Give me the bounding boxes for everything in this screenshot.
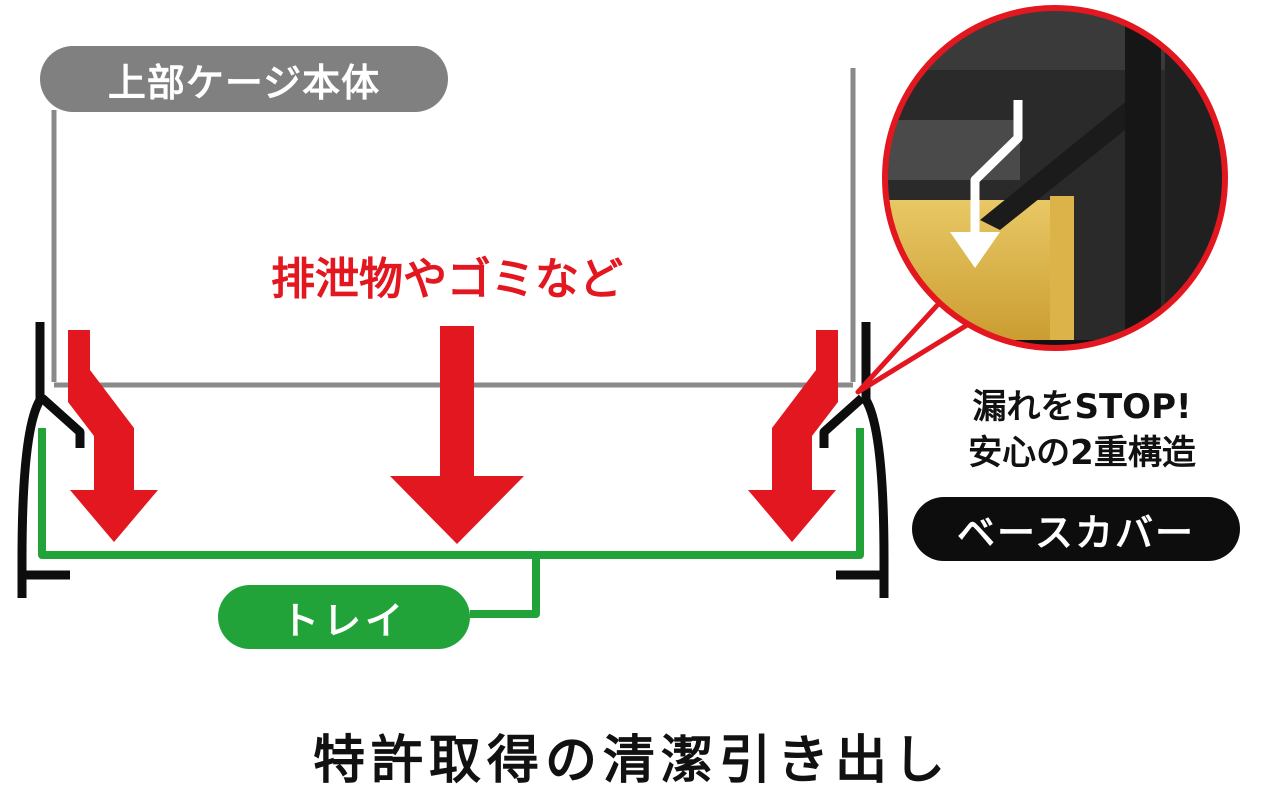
leak-stop-note: 漏れをSTOP! 安心の2重構造 [906, 384, 1258, 476]
leak-stop-line-2: 安心の2重構造 [968, 433, 1196, 473]
leak-stop-line-1: 漏れをSTOP! [972, 387, 1192, 427]
base-cover-label-text: ベースカバー [956, 510, 1196, 555]
white-bent-down-arrow-icon [970, 100, 1023, 235]
red-down-arrow-icon [68, 330, 158, 542]
waste-label: 排泄物やゴミなど [271, 254, 623, 305]
cage-body-label: 上部ケージ本体 [40, 46, 448, 112]
base-cover-outline [17, 322, 889, 598]
zoom-bubble [882, 5, 1228, 351]
base-cover-label: ベースカバー [912, 497, 1240, 561]
tray-label-text: トレイ [280, 598, 407, 643]
red-down-arrow-icon [390, 326, 524, 544]
tray-label: トレイ [218, 585, 470, 649]
caption: 特許取得の清潔引き出し [312, 731, 951, 791]
cage-body-label-text: 上部ケージ本体 [107, 60, 381, 105]
tray-outline [38, 428, 864, 618]
drop-arrows [68, 326, 838, 544]
red-down-arrow-icon [748, 330, 838, 542]
